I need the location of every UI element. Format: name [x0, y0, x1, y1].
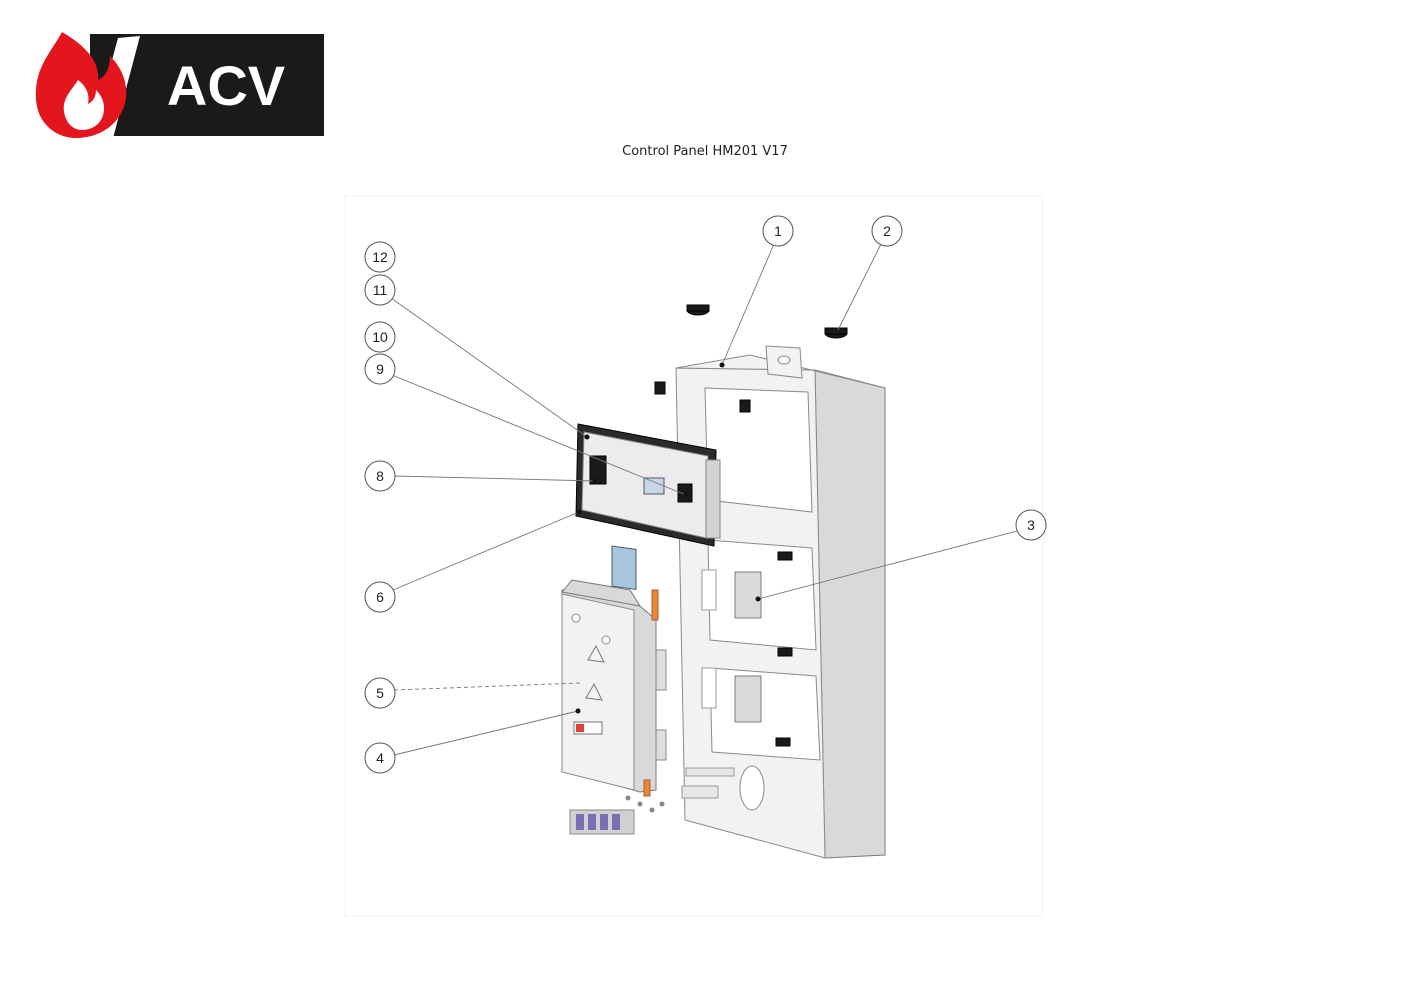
- svg-text:8: 8: [376, 468, 384, 484]
- callout-5: 5: [364, 677, 396, 709]
- callout-4: 4: [364, 742, 396, 774]
- screws: [625, 795, 665, 813]
- diagram-frame: [344, 195, 1044, 917]
- acv-logo: ACV: [35, 32, 324, 142]
- terminal-block: [569, 809, 635, 835]
- callout-6: 6: [364, 581, 396, 613]
- svg-text:1: 1: [774, 223, 782, 239]
- display-panel: [575, 423, 721, 590]
- svg-text:5: 5: [376, 685, 384, 701]
- svg-text:10: 10: [372, 329, 388, 345]
- svg-text:3: 3: [1027, 517, 1035, 533]
- svg-text:12: 12: [372, 249, 388, 265]
- svg-text:6: 6: [376, 589, 384, 605]
- grommet-pair: [686, 304, 848, 339]
- callout-11: 11: [364, 274, 396, 306]
- logo-text: ACV: [167, 54, 285, 117]
- callout-3: 3: [1015, 509, 1047, 541]
- svg-text:4: 4: [376, 750, 384, 766]
- callout-10: 10: [364, 321, 396, 353]
- svg-text:2: 2: [883, 223, 891, 239]
- callout-9: 9: [364, 353, 396, 385]
- chassis-frame: [654, 345, 886, 859]
- svg-text:11: 11: [373, 282, 388, 298]
- callout-12: 12: [364, 241, 396, 273]
- flame-icon: [35, 32, 127, 138]
- page-title: Control Panel HM201 V17: [622, 144, 788, 159]
- callout-2: 2: [871, 215, 903, 247]
- leader-lines: [390, 243, 1018, 756]
- control-box: [561, 579, 667, 797]
- callout-8: 8: [364, 460, 396, 492]
- svg-text:9: 9: [376, 361, 384, 377]
- callout-1: 1: [762, 215, 794, 247]
